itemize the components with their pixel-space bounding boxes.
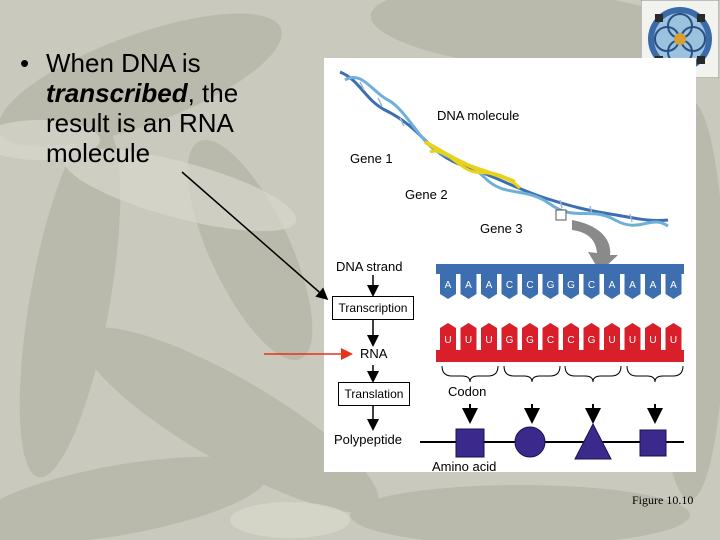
rna-base-label-11: U bbox=[670, 335, 677, 346]
rna-base-3 bbox=[501, 323, 518, 350]
transcription-box: Transcription bbox=[332, 296, 414, 320]
dna-base-3 bbox=[501, 274, 518, 299]
rna-base-label-0: U bbox=[444, 335, 451, 346]
dna-base-label-7: C bbox=[588, 280, 595, 291]
rna-base-label-2: U bbox=[485, 335, 492, 346]
codon-label: Codon bbox=[448, 384, 487, 399]
amino-acid-circle bbox=[514, 426, 546, 458]
rna-base-label-3: G bbox=[506, 335, 514, 346]
translation-box: Translation bbox=[338, 382, 410, 406]
dna-base-label-11: A bbox=[670, 280, 677, 291]
rna-base-11 bbox=[665, 323, 682, 350]
dna-base-label-2: A bbox=[486, 280, 493, 291]
dna-base-label-4: C bbox=[526, 280, 533, 291]
gene1-label: Gene 1 bbox=[350, 151, 393, 166]
rna-base-0 bbox=[440, 323, 456, 350]
amino-acid-label: Amino acid bbox=[432, 459, 497, 474]
codon-brackets bbox=[441, 365, 684, 383]
rna-base-label-6: C bbox=[567, 335, 574, 346]
gene3-marker bbox=[555, 209, 567, 221]
dna-base-0 bbox=[440, 274, 456, 299]
rna-backbone bbox=[436, 350, 684, 362]
dna-base-2 bbox=[481, 274, 497, 299]
rna-base-label-4: G bbox=[526, 335, 534, 346]
bullet-text-post: , the result is an RNA molecule bbox=[46, 78, 239, 168]
gene2-label: Gene 2 bbox=[405, 187, 448, 202]
rna-base-4 bbox=[522, 323, 538, 350]
rna-base-8 bbox=[604, 323, 620, 350]
pointer-arrow-black bbox=[181, 171, 329, 300]
dna-base-8 bbox=[604, 274, 620, 299]
rna-base-label-1: U bbox=[465, 335, 472, 346]
rna-base-10 bbox=[645, 323, 661, 350]
dna-base-label-3: C bbox=[506, 280, 513, 291]
dna-base-4 bbox=[522, 274, 538, 299]
bullet-mark: • bbox=[20, 48, 30, 78]
rna-base-label-8: U bbox=[608, 335, 615, 346]
amino-acid-square bbox=[455, 428, 485, 458]
dna-base-label-5: G bbox=[547, 280, 555, 291]
dna-strand-label: DNA strand bbox=[336, 259, 403, 274]
rna-base-9 bbox=[624, 323, 641, 350]
dna-base-6 bbox=[563, 274, 579, 299]
dna-base-label-6: G bbox=[567, 280, 575, 291]
amino-acid-square-2 bbox=[639, 429, 667, 457]
dna-rungs bbox=[359, 81, 633, 223]
dna-base-label-10: A bbox=[650, 280, 657, 291]
rna-base-6 bbox=[563, 323, 579, 350]
rna-base-2 bbox=[481, 323, 497, 350]
dna-base-label-0: A bbox=[445, 280, 452, 291]
expand-arrow bbox=[572, 220, 618, 272]
bullet-text-emphasis: transcribed bbox=[46, 78, 188, 108]
dna-base-10 bbox=[645, 274, 661, 299]
bullet-text-pre: When DNA is bbox=[46, 48, 201, 78]
polypeptide-label: Polypeptide bbox=[334, 432, 402, 447]
rna-base-label-5: C bbox=[547, 335, 554, 346]
dna-base-5 bbox=[542, 274, 559, 299]
dna-base-label-8: A bbox=[609, 280, 616, 291]
amino-acid-triangle bbox=[574, 422, 612, 460]
translation-arrows bbox=[462, 404, 663, 424]
rna-base-label-9: U bbox=[629, 335, 636, 346]
gene3-label: Gene 3 bbox=[480, 221, 523, 236]
rna-label: RNA bbox=[360, 346, 388, 361]
dna-base-label-9: A bbox=[629, 280, 636, 291]
rna-base-1 bbox=[460, 323, 477, 350]
dna-base-11 bbox=[665, 274, 682, 299]
dna-strand-backbone bbox=[436, 264, 684, 274]
dna-base-1 bbox=[460, 274, 477, 299]
dna-base-7 bbox=[583, 274, 600, 299]
rna-base-label-10: U bbox=[649, 335, 656, 346]
rna-base-label-7: G bbox=[588, 335, 596, 346]
dna-molecule-label: DNA molecule bbox=[437, 108, 520, 123]
rna-base-5 bbox=[542, 323, 559, 350]
figure-caption: Figure 10.10 bbox=[632, 493, 694, 507]
dna-base-label-1: A bbox=[465, 280, 472, 291]
dna-helix bbox=[339, 70, 669, 228]
dna-base-9 bbox=[624, 274, 641, 299]
bullet-text: When DNA is transcribed, the result is a… bbox=[46, 48, 306, 168]
rna-base-7 bbox=[583, 323, 600, 350]
